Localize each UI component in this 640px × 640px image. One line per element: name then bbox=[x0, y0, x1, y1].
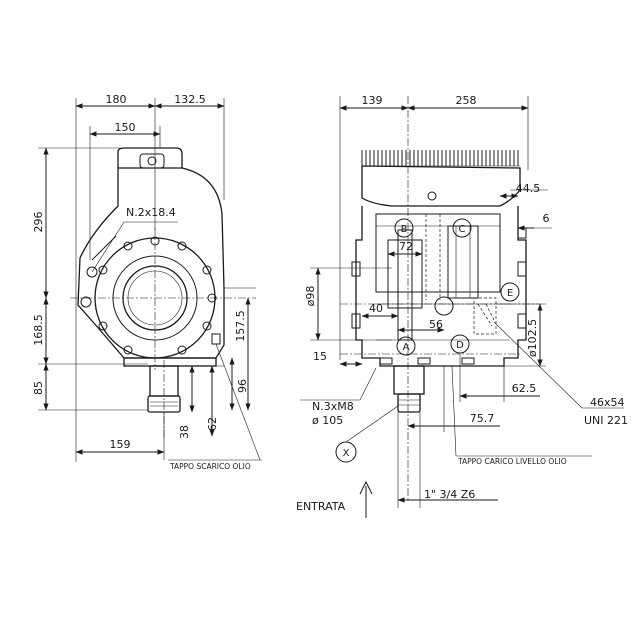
dim-102-5: ø102.5 bbox=[526, 319, 539, 357]
dim-62-5: 62.5 bbox=[512, 382, 537, 395]
front-view-labels: 139 258 44.5 6 72 ø98 40 56 ø102.5 15 62… bbox=[296, 94, 628, 513]
note-inlet-thread: 1" 3/4 Z6 bbox=[424, 488, 475, 501]
dim-180: 180 bbox=[106, 93, 127, 106]
marker-e: E bbox=[507, 288, 513, 299]
note-bolt-holes: N.2x18.4 bbox=[126, 206, 176, 219]
dim-85: 85 bbox=[32, 381, 45, 395]
side-view-body bbox=[77, 147, 225, 413]
dim-75-7: 75.7 bbox=[470, 412, 495, 425]
front-view-centerlines bbox=[340, 96, 540, 500]
marker-b: B bbox=[401, 224, 408, 235]
dim-40: 40 bbox=[369, 302, 383, 315]
dim-150: 150 bbox=[115, 121, 136, 134]
front-view-dimensions bbox=[300, 96, 624, 518]
dim-258: 258 bbox=[456, 94, 477, 107]
side-view-labels: 180 132.5 150 N.2x18.4 296 168.5 85 157.… bbox=[32, 93, 251, 471]
dim-132-5: 132.5 bbox=[174, 93, 206, 106]
dim-159: 159 bbox=[110, 438, 131, 451]
side-view-centerlines bbox=[70, 228, 256, 440]
marker-a: A bbox=[403, 342, 410, 353]
side-view: 180 132.5 150 N.2x18.4 296 168.5 85 157.… bbox=[32, 93, 262, 471]
note-flange-dia: ø 105 bbox=[312, 414, 343, 427]
dim-15: 15 bbox=[313, 350, 327, 363]
dim-56: 56 bbox=[429, 318, 443, 331]
dim-139: 139 bbox=[362, 94, 383, 107]
marker-c: C bbox=[459, 224, 466, 235]
front-view: B C E A D X bbox=[296, 94, 628, 518]
dim-6: 6 bbox=[543, 212, 550, 225]
note-inlet-label: ENTRATA bbox=[296, 500, 346, 513]
note-outlet-size: 46x54 bbox=[590, 396, 625, 409]
dim-96: 96 bbox=[236, 379, 249, 393]
marker-x: X bbox=[343, 448, 350, 459]
dim-296: 296 bbox=[32, 212, 45, 233]
note-flange-bolts: N.3xM8 bbox=[312, 400, 354, 413]
cooling-fins bbox=[361, 150, 521, 207]
dim-44-5: 44.5 bbox=[516, 182, 541, 195]
note-outlet-std: UNI 221 bbox=[584, 414, 628, 427]
dim-72: 72 bbox=[399, 240, 413, 253]
note-drain-plug: TAPPO SCARICO OLIO bbox=[169, 462, 251, 471]
dim-62: 62 bbox=[206, 417, 219, 431]
note-fill-plug: TAPPO CARICO LIVELLO OLIO bbox=[457, 457, 567, 466]
dim-38: 38 bbox=[178, 425, 191, 439]
dim-98: ø98 bbox=[304, 286, 317, 307]
side-view-dimensions bbox=[38, 98, 262, 462]
marker-d: D bbox=[456, 340, 464, 351]
dim-157-5: 157.5 bbox=[234, 310, 247, 342]
dim-168-5: 168.5 bbox=[32, 314, 45, 346]
